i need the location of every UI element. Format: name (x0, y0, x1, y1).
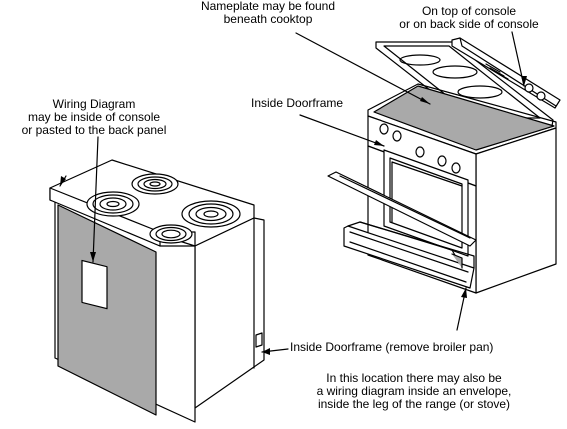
burner-back-right (181, 200, 241, 228)
label-nameplate-line-1: Nameplate may be found (200, 0, 336, 13)
label-wiring-diagram: Wiring Diagram may be inside of console … (0, 98, 188, 137)
label-console-line-1: On top of console (421, 4, 517, 18)
label-note: In this location there may also be a wir… (282, 372, 546, 411)
label-nameplate-line-2: beneath cooktop (223, 12, 313, 26)
leader-nameplate (295, 32, 431, 105)
burner-front-left (86, 191, 140, 217)
burner-front-right (149, 224, 193, 244)
console (451, 37, 561, 109)
label-nameplate: Nameplate may be found beneath cooktop (196, 0, 340, 26)
burner-back-left (131, 173, 179, 195)
label-note-line-1: In this location there may also be (326, 371, 502, 385)
cooktop-well (373, 85, 555, 151)
label-note-line-3: inside the leg of the range (or stove) (317, 397, 511, 411)
label-inside-doorframe-text: Inside Doorframe (251, 96, 344, 110)
wiring-diagram-sticker (81, 259, 108, 310)
leader-wiring-diagram (92, 136, 99, 263)
label-wiring-diagram-line-2: may be inside of console (27, 110, 161, 124)
oven-door (327, 171, 477, 247)
label-inside-doorframe-broiler: Inside Doorframe (remove broiler pan) (290, 341, 493, 354)
range-front-view (327, 37, 561, 294)
range-rear-view (49, 159, 265, 423)
control-knobs (379, 123, 461, 174)
label-wiring-diagram-line-3: or pasted to the back panel (21, 123, 167, 137)
label-inside-doorframe: Inside Doorframe (251, 97, 343, 110)
label-console-line-2: or on back side of console (399, 17, 539, 31)
label-inside-doorframe-broiler-text: Inside Doorframe (remove broiler pan) (290, 340, 494, 354)
back-panel-shade (57, 204, 157, 416)
label-note-line-2: a wiring diagram inside an envelope, (316, 384, 512, 398)
label-wiring-diagram-line-1: Wiring Diagram (52, 97, 136, 111)
label-console: On top of console or on back side of con… (374, 5, 564, 31)
leader-inside-doorframe (299, 114, 385, 147)
